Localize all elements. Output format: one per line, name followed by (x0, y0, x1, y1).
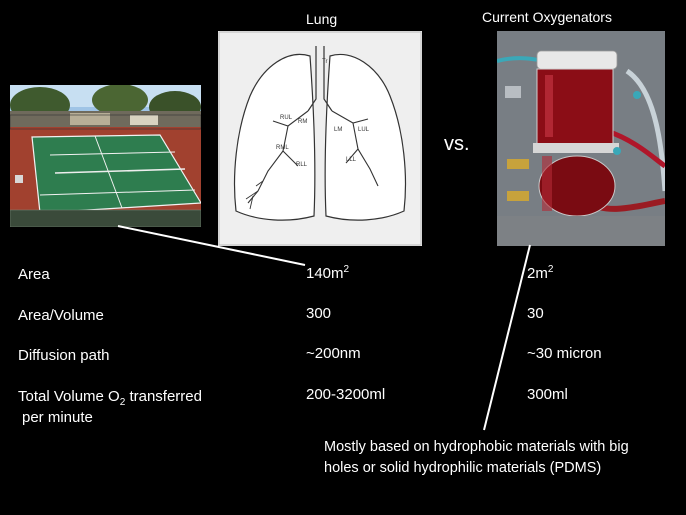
lung-value-area-sup: 2 (343, 264, 350, 275)
row-label-area: Area (18, 266, 50, 283)
lung-value-area-volume: 300 (306, 305, 332, 322)
oxy-value-total-volume: 300ml (527, 386, 568, 403)
lung-value-area-text: 140m (306, 265, 344, 282)
oxy-value-area-volume: 30 (527, 305, 544, 322)
oxy-value-area-sup: 2 (547, 264, 554, 275)
materials-note: Mostly based on hydrophobic materials wi… (324, 437, 684, 479)
total-volume-sub: 2 (119, 397, 126, 408)
tennis-court-photo (10, 85, 201, 227)
oxygenator-to-note-line (483, 244, 531, 431)
lung-value-diffusion-path: ~200nm (306, 345, 361, 362)
materials-note-line1: Mostly based on hydrophobic materials wi… (324, 439, 629, 455)
lung-label-rll: RLL (296, 162, 308, 168)
total-volume-part1: Total Volume O (18, 388, 120, 405)
lung-header: Lung (306, 11, 338, 27)
lung-value-total-volume: 200-3200ml (306, 386, 386, 403)
oxygenators-header: Current Oxygenators (482, 9, 612, 25)
row-label-diffusion-path: Diffusion path (18, 347, 110, 364)
lung-label-rm: RM (298, 119, 307, 125)
lung-diagram: Tr RUL RM LM LUL RML RLL LLL (218, 31, 422, 246)
lung-label-lul: LUL (358, 127, 370, 133)
row-label-per-minute: per minute (22, 409, 93, 426)
lung-label-tr: Tr (322, 59, 327, 65)
total-volume-part2: transferred (125, 388, 202, 405)
lung-label-rml: RML (276, 145, 289, 151)
lung-label-lll: LLL (346, 157, 357, 163)
oxy-value-diffusion-path: ~30 micron (527, 345, 602, 362)
oxy-value-area: 2m2 (527, 264, 553, 282)
lung-label-rul: RUL (280, 115, 293, 121)
court-to-lung-line (117, 225, 306, 266)
row-label-area-volume: Area/Volume (18, 307, 104, 324)
row-label-total-volume: Total Volume O2 transferred (18, 388, 202, 408)
oxygenator-photo (497, 31, 665, 246)
lung-value-area: 140m2 (306, 264, 349, 282)
materials-note-line2: holes or solid hydrophilic materials (PD… (324, 460, 602, 476)
vs-text: VS. (444, 133, 470, 155)
oxy-value-area-text: 2m (527, 265, 548, 282)
lung-label-lm: LM (334, 127, 342, 133)
